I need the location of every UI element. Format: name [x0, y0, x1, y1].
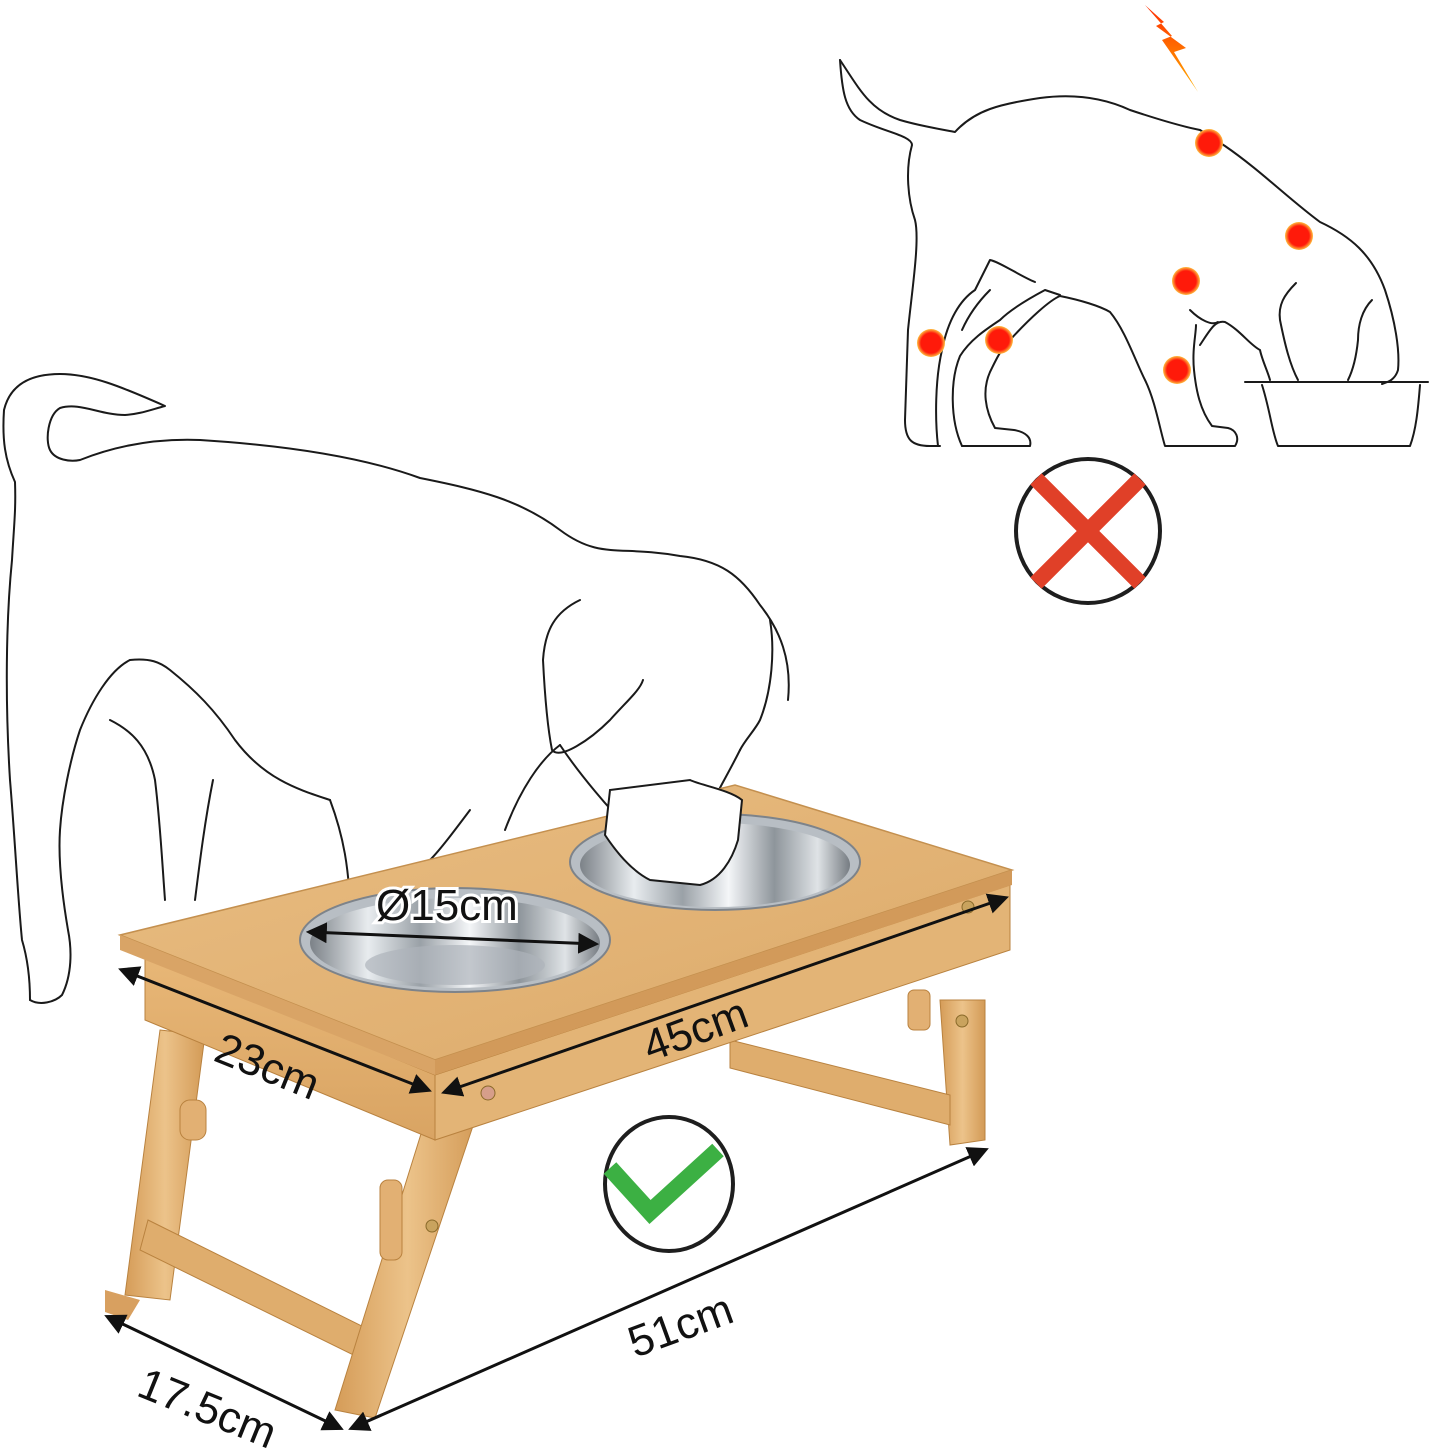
red-x-icon [1014, 457, 1162, 605]
pain-dot [1285, 222, 1313, 250]
bowl-diameter-label: Ø15cm [376, 881, 518, 930]
dimension-annotations [104, 893, 1009, 1431]
pain-dot [917, 329, 945, 357]
pain-dot [1163, 356, 1191, 384]
lightning-bolt-icon [1145, 5, 1198, 92]
base-length-label: 51cm [622, 1285, 740, 1368]
top-length-arrow [441, 893, 1009, 1097]
bad-posture-illustration [839, 5, 1429, 605]
green-check-icon [603, 1115, 735, 1253]
top-depth-arrow [118, 966, 432, 1094]
base-depth-label: 17.5cm [131, 1359, 283, 1448]
pain-dot [1195, 129, 1223, 157]
base-length-arrow [348, 1147, 989, 1431]
good-posture-illustration: Ø15cm 23cm 45cm 51cm 17.5cm [2, 373, 1015, 1448]
dog-snout [603, 778, 744, 887]
base-depth-arrow [104, 1314, 344, 1431]
bamboo-feeder-stand [105, 778, 1015, 1419]
dog-outline-bad [839, 59, 1429, 447]
pain-dot [1172, 267, 1200, 295]
pain-points [917, 129, 1313, 384]
pain-dot [985, 326, 1013, 354]
